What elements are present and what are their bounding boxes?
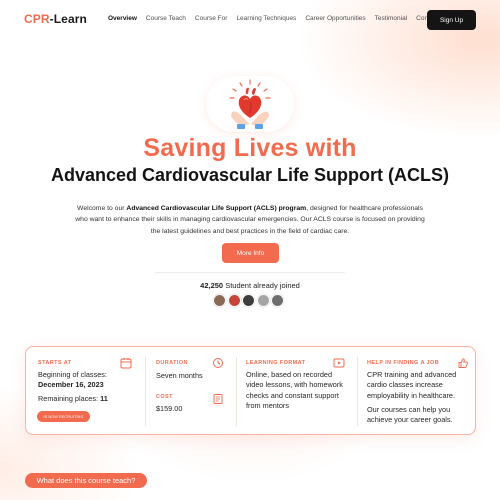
column-divider [236,357,237,426]
nav-item-career-opportunities[interactable]: Career Opportunities [305,15,366,22]
course-teach-section-label[interactable]: What does this course teach? [25,473,147,488]
now-recruiting-button[interactable]: IS NOW RECRUITING [37,411,90,422]
hero-title-line1: Saving Lives with [143,134,357,162]
nav-item-course-teach[interactable]: Course Teach [145,15,186,22]
price-tag-icon [212,392,224,404]
heart-in-hands-icon [229,79,271,129]
starts-at-label: STARTS AT [38,360,72,366]
intro-program-name: Advanced Cardiovascular Life Support (AC… [126,205,307,212]
intro-suffix: , designed for healthcare professionals … [75,205,425,235]
nav-item-learning-techniques[interactable]: Learning Techniques [236,15,297,22]
hero-intro-text: Welcome to our Advanced Cardiovascular L… [72,203,428,237]
clock-icon [212,356,224,368]
cost-label: COST [156,394,173,400]
students-joined-count: 42,250 [200,281,224,290]
course-info-card: STARTS AT Beginning of classes: December… [25,346,476,435]
top-navigation: CPR-Learn Overview Course Teach Course F… [0,0,500,40]
nav-menu: Overview Course Teach Course For Learnin… [108,15,448,22]
avatar [213,294,226,307]
avatar [256,294,270,307]
brand-logo-part1: CPR [24,12,50,26]
column-divider [357,357,358,426]
heart-hands-illustration [206,76,294,132]
job-help-section: HELP IN FINDING A JOB CPR training and a… [358,347,476,436]
hero-divider [155,272,345,273]
job-help-text-1: CPR training and advanced cardio classes… [367,370,457,400]
job-help-label: HELP IN FINDING A JOB [367,360,440,366]
video-icon [333,356,345,368]
start-date: December 16, 2023 [38,380,104,390]
more-info-button[interactable]: More Info [222,243,279,263]
avatar [271,294,284,307]
calendar-icon [120,356,132,369]
duration-section: DURATION Seven months COST $159.00 [146,347,236,436]
students-joined: 42,250 Student already joined [0,281,500,290]
avatar [242,294,255,307]
brand-logo[interactable]: CPR-Learn [24,12,87,26]
thumbs-up-icon [457,356,469,368]
students-joined-text: Student already joined [223,281,300,290]
hero-title-line2: Advanced Cardiovascular Life Support (AC… [50,165,450,185]
sign-up-button[interactable]: Sign Up [427,10,476,30]
intro-prefix: Welcome to our [77,205,127,212]
classes-begin-label: Beginning of classes: [38,370,107,379]
remaining-places-value: 11 [100,393,108,403]
brand-logo-part2: -Learn [49,12,87,26]
job-help-text-2: Our courses can help you achieve your ca… [367,404,453,425]
duration-label: DURATION [156,360,188,366]
starts-at-details: Beginning of classes: December 16, 2023 … [38,370,138,404]
remaining-places-label: Remaining places: [38,393,101,403]
cost-value: $159.00 [156,404,183,413]
column-divider [145,357,146,426]
nav-item-testimonial[interactable]: Testimonial [374,15,408,22]
learning-format-label: LEARNING FORMAT [246,360,306,366]
duration-value: Seven months [156,371,203,380]
nav-item-overview[interactable]: Overview [108,15,137,22]
student-avatars [213,294,284,307]
nav-item-course-for[interactable]: Course For [194,15,228,22]
job-help-text: CPR training and advanced cardio classes… [367,370,469,425]
avatar [227,294,241,307]
learning-format-text: Online, based on recorded video lessons,… [246,370,343,410]
learning-format-section: LEARNING FORMAT Online, based on recorde… [237,347,357,436]
starts-at-section: STARTS AT Beginning of classes: December… [26,347,139,436]
